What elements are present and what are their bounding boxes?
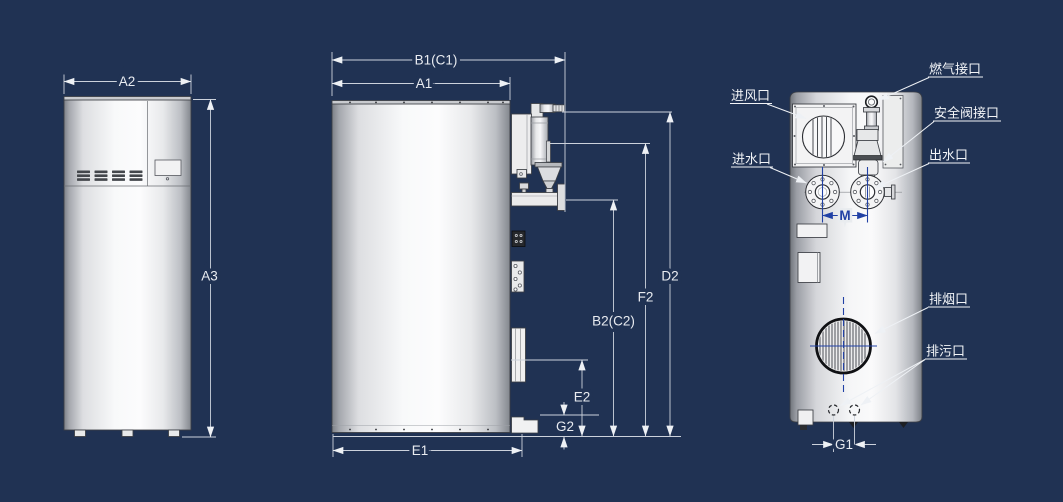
access-panel [797, 252, 821, 283]
side-view-dimensions: B1(C1) A1 D2 F2 B2(C2) E2 G2 E1 [331, 49, 682, 462]
terminal-strip [511, 260, 525, 293]
valve-stem [546, 140, 551, 163]
air-inlet-assembly [792, 103, 857, 168]
dim-label-d2: D2 [661, 269, 678, 284]
dim-label-a3: A3 [201, 269, 218, 284]
side-view: B1(C1) A1 D2 F2 B2(C2) E2 G2 E1 [331, 49, 682, 462]
control-panel-button [165, 177, 170, 181]
label-gas-connection: 燃气接口 [929, 62, 981, 77]
dim-label-e2: E2 [574, 390, 591, 405]
pump-column [511, 113, 532, 175]
front-cabinet-body [63, 99, 192, 431]
rear-side-panel [882, 95, 904, 169]
outlet-pipe [511, 192, 560, 207]
drain-fitting [511, 416, 539, 434]
dim-label-e1: E1 [412, 443, 429, 458]
sensor-fitting [516, 169, 527, 179]
front-view-dimensions: A2 A3 [63, 71, 221, 438]
vent-grille [77, 170, 143, 181]
outlet-flange [557, 183, 566, 211]
safety-valve-cap [534, 162, 563, 168]
label-flue-outlet: 排烟口 [929, 292, 968, 307]
rating-plate [796, 223, 828, 238]
dim-m: M [822, 206, 868, 226]
air-inlet-fan-opening [801, 115, 846, 159]
safety-valve-cone [536, 166, 562, 182]
label-water-outlet: 出水口 [929, 148, 968, 163]
rear-feet [797, 409, 908, 430]
rear-view: M [730, 62, 1001, 456]
dim-label-b1c1: B1(C1) [415, 53, 458, 68]
gas-connector-port [864, 95, 879, 109]
dim-label-g2: G2 [556, 419, 574, 434]
dim-label-g1: G1 [835, 437, 853, 452]
drain-valve-handle [519, 182, 529, 190]
dim-label-f2: F2 [638, 290, 654, 305]
hose-barb-fitting [552, 104, 565, 113]
control-panel [154, 159, 182, 176]
label-air-inlet: 进风口 [731, 88, 770, 103]
safety-valve-body-rear [853, 140, 882, 157]
front-view: A2 A3 [63, 71, 221, 438]
drain-ports [827, 404, 861, 416]
rivet-dots [349, 101, 504, 431]
dim-label-b2c2: B2(C2) [592, 314, 635, 329]
dim-label-m: M [839, 208, 850, 223]
label-safety-valve-connection: 安全阀接口 [934, 106, 999, 121]
label-water-inlet: 进水口 [732, 152, 771, 167]
dim-label-a1: A1 [416, 76, 433, 91]
safety-valve-funnel [542, 180, 557, 189]
label-drain-outlet: 排污口 [926, 344, 965, 359]
outlet-stub [884, 184, 896, 200]
plumbing-assembly [511, 103, 566, 211]
expansion-vessel [530, 116, 549, 166]
port-callouts: 进风口 燃气接口 安全阀接口 出水口 进水口 排烟口 排污口 [730, 62, 1001, 406]
dim-g1: G1 [812, 416, 876, 456]
side-cabinet-body [331, 103, 511, 433]
lower-duct [511, 327, 526, 383]
dim-label-a2: A2 [119, 74, 136, 89]
front-feet [74, 429, 180, 437]
flue-opening [810, 297, 877, 394]
fan-grille-lines [812, 116, 832, 158]
junction-box [511, 230, 526, 247]
panel-bolts [793, 105, 855, 166]
